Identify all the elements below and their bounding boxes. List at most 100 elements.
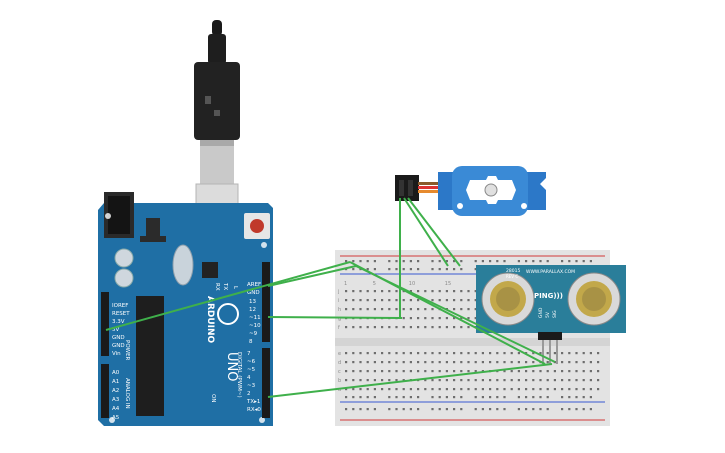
breadboard-hole[interactable]: [597, 388, 600, 391]
breadboard-hole[interactable]: [568, 408, 571, 411]
breadboard-hole[interactable]: [510, 379, 513, 382]
breadboard-hole[interactable]: [589, 388, 592, 391]
breadboard-hole[interactable]: [395, 352, 398, 355]
digital-header-upper[interactable]: [262, 262, 270, 342]
breadboard-hole[interactable]: [575, 361, 578, 364]
power-header[interactable]: [101, 292, 109, 356]
reset-button[interactable]: [250, 219, 264, 233]
breadboard-hole[interactable]: [539, 408, 542, 411]
wire-gnd[interactable]: [267, 265, 357, 287]
breadboard-hole[interactable]: [532, 260, 535, 263]
wire-pin11[interactable]: [267, 316, 403, 319]
breadboard-hole[interactable]: [388, 308, 391, 311]
breadboard-hole[interactable]: [424, 308, 427, 311]
breadboard-hole[interactable]: [575, 352, 578, 355]
breadboard-hole[interactable]: [395, 308, 398, 311]
breadboard-hole[interactable]: [489, 352, 492, 355]
breadboard-hole[interactable]: [402, 326, 405, 329]
breadboard-hole[interactable]: [381, 352, 384, 355]
breadboard-hole[interactable]: [561, 370, 564, 373]
breadboard-hole[interactable]: [359, 308, 362, 311]
breadboard-hole[interactable]: [517, 408, 520, 411]
breadboard-hole[interactable]: [359, 260, 362, 263]
breadboard-hole[interactable]: [366, 308, 369, 311]
breadboard-hole[interactable]: [409, 361, 412, 364]
breadboard-hole[interactable]: [424, 290, 427, 293]
breadboard-hole[interactable]: [381, 299, 384, 302]
breadboard-hole[interactable]: [431, 388, 434, 391]
breadboard-hole[interactable]: [359, 388, 362, 391]
breadboard-hole[interactable]: [575, 370, 578, 373]
breadboard-hole[interactable]: [489, 408, 492, 411]
breadboard-hole[interactable]: [575, 408, 578, 411]
breadboard-hole[interactable]: [352, 396, 355, 399]
breadboard-hole[interactable]: [366, 299, 369, 302]
ping-5v-wire[interactable]: [355, 265, 556, 363]
breadboard-hole[interactable]: [546, 361, 549, 364]
breadboard-hole[interactable]: [460, 408, 463, 411]
breadboard-hole[interactable]: [438, 388, 441, 391]
breadboard-hole[interactable]: [373, 379, 376, 382]
breadboard-hole[interactable]: [445, 396, 448, 399]
breadboard-hole[interactable]: [589, 379, 592, 382]
breadboard-hole[interactable]: [597, 352, 600, 355]
breadboard-hole[interactable]: [409, 268, 412, 271]
breadboard-hole[interactable]: [438, 408, 441, 411]
breadboard-hole[interactable]: [431, 290, 434, 293]
breadboard-hole[interactable]: [402, 396, 405, 399]
breadboard-hole[interactable]: [373, 268, 376, 271]
breadboard-hole[interactable]: [359, 370, 362, 373]
breadboard-hole[interactable]: [532, 352, 535, 355]
breadboard-hole[interactable]: [539, 379, 542, 382]
breadboard-hole[interactable]: [366, 326, 369, 329]
breadboard-hole[interactable]: [438, 361, 441, 364]
breadboard-hole[interactable]: [445, 326, 448, 329]
breadboard-hole[interactable]: [345, 396, 348, 399]
breadboard-hole[interactable]: [575, 388, 578, 391]
breadboard-hole[interactable]: [589, 352, 592, 355]
breadboard-hole[interactable]: [589, 396, 592, 399]
breadboard-hole[interactable]: [474, 379, 477, 382]
digital-header-lower[interactable]: [262, 348, 270, 418]
breadboard-hole[interactable]: [373, 260, 376, 263]
breadboard-hole[interactable]: [582, 370, 585, 373]
servo-power-wire[interactable]: [403, 197, 449, 267]
breadboard-hole[interactable]: [445, 260, 448, 263]
breadboard-hole[interactable]: [582, 379, 585, 382]
breadboard-hole[interactable]: [503, 361, 506, 364]
breadboard-hole[interactable]: [345, 388, 348, 391]
breadboard-hole[interactable]: [345, 361, 348, 364]
breadboard-hole[interactable]: [402, 361, 405, 364]
breadboard-hole[interactable]: [467, 388, 470, 391]
breadboard-hole[interactable]: [417, 352, 420, 355]
breadboard-hole[interactable]: [395, 408, 398, 411]
breadboard-hole[interactable]: [352, 290, 355, 293]
breadboard-hole[interactable]: [460, 352, 463, 355]
breadboard-hole[interactable]: [453, 260, 456, 263]
breadboard-hole[interactable]: [345, 290, 348, 293]
breadboard-hole[interactable]: [366, 388, 369, 391]
breadboard-hole[interactable]: [438, 290, 441, 293]
breadboard-hole[interactable]: [373, 388, 376, 391]
breadboard-hole[interactable]: [409, 317, 412, 320]
breadboard-hole[interactable]: [525, 379, 528, 382]
breadboard-hole[interactable]: [481, 396, 484, 399]
breadboard-hole[interactable]: [409, 352, 412, 355]
breadboard-hole[interactable]: [359, 290, 362, 293]
breadboard-hole[interactable]: [417, 317, 420, 320]
breadboard-hole[interactable]: [345, 326, 348, 329]
breadboard-hole[interactable]: [532, 388, 535, 391]
breadboard-hole[interactable]: [381, 308, 384, 311]
breadboard-hole[interactable]: [445, 299, 448, 302]
breadboard-hole[interactable]: [503, 379, 506, 382]
breadboard-hole[interactable]: [546, 370, 549, 373]
breadboard-hole[interactable]: [568, 388, 571, 391]
breadboard-hole[interactable]: [546, 396, 549, 399]
analog-header[interactable]: [101, 364, 109, 418]
breadboard-hole[interactable]: [417, 388, 420, 391]
breadboard-hole[interactable]: [546, 388, 549, 391]
breadboard-hole[interactable]: [597, 370, 600, 373]
breadboard-hole[interactable]: [445, 379, 448, 382]
breadboard-hole[interactable]: [359, 361, 362, 364]
breadboard-hole[interactable]: [496, 352, 499, 355]
